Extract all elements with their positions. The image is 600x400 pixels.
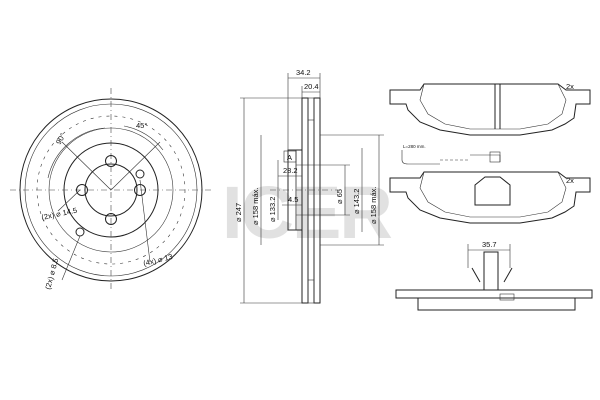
bolt-circle-label: ⌀ 143.2 bbox=[352, 189, 361, 214]
disc-section-view: 34.2 20.4 A 28.2 4.5 ⌀ 247 ⌀ 158 máx. ⌀ … bbox=[234, 68, 384, 304]
bolt-hole-top bbox=[105, 155, 117, 167]
disc-front-view: 90° 45° (2x) ⌀ 14.5 (4x) ⌀ 13 (2x) ⌀ 8.5 bbox=[10, 88, 212, 292]
angle-label-90: 90° bbox=[54, 132, 67, 146]
wire-length-label: L=280 mm. bbox=[403, 144, 426, 149]
brake-pad-middle: 2x bbox=[389, 171, 591, 224]
pad-thickness-label: 4.5 bbox=[288, 195, 298, 204]
max-diameter-2-label: ⌀ 158 máx. bbox=[369, 187, 378, 224]
locating-hole-left bbox=[75, 227, 85, 237]
pad-top-quantity: 2x bbox=[566, 82, 574, 91]
reference-a-label: A bbox=[287, 153, 292, 162]
pad-middle-quantity: 2x bbox=[566, 176, 574, 185]
angle-label-45: 45° bbox=[136, 121, 147, 130]
outer-diameter-label: ⌀ 247 bbox=[234, 203, 243, 222]
centre-diameter-label: ⌀ 65 bbox=[335, 189, 344, 204]
hole-2x-b-label: (2x) ⌀ 8.5 bbox=[43, 257, 60, 290]
bolt-hole-right bbox=[134, 184, 146, 196]
locating-hole-right bbox=[135, 169, 145, 179]
total-width-label: 34.2 bbox=[296, 68, 311, 77]
pad-thickness-dim-label: 35.7 bbox=[482, 240, 497, 249]
wear-sensor-wire: L=280 mm. bbox=[401, 144, 501, 165]
hub-offset-label: 28.2 bbox=[283, 166, 298, 175]
hole-4x-label: (4x) ⌀ 13 bbox=[142, 252, 173, 268]
bolt-hole-bottom bbox=[105, 213, 117, 225]
brand-watermark: ICER bbox=[222, 171, 391, 254]
inner-diameter-label: ⌀ 133.2 bbox=[268, 197, 277, 222]
brake-pad-side-view: 35.7 bbox=[395, 240, 593, 311]
bolt-hole-left bbox=[76, 184, 88, 196]
max-diameter-label: ⌀ 158 máx. bbox=[251, 188, 260, 225]
hub-width-label: 20.4 bbox=[304, 82, 319, 91]
brake-pad-top: 2x bbox=[389, 82, 591, 136]
hole-2x-label: (2x) ⌀ 14.5 bbox=[41, 206, 78, 222]
